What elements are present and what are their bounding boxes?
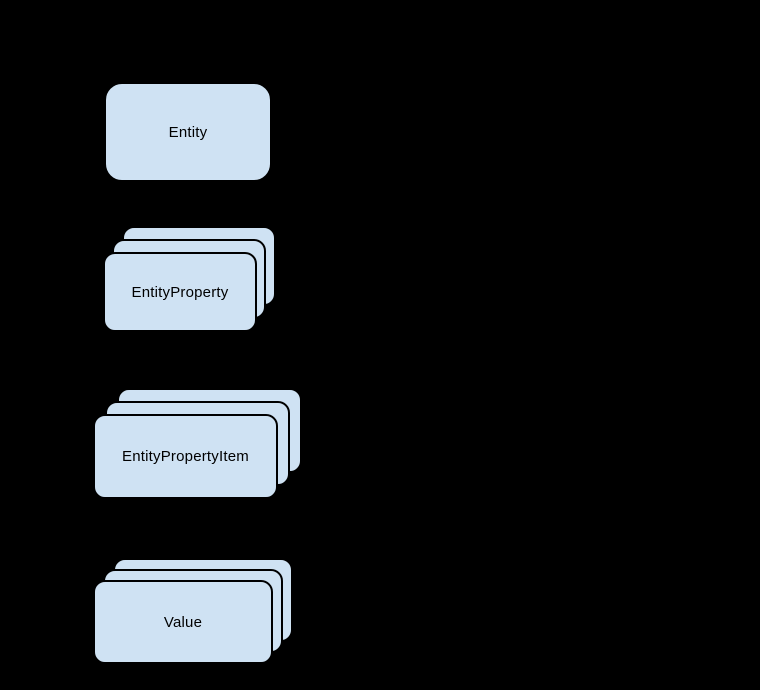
node-entity-property-label: EntityProperty bbox=[131, 283, 229, 301]
node-value-label: Value bbox=[163, 613, 203, 631]
node-entity: Entity bbox=[104, 82, 272, 182]
node-entity-property-item-label: EntityPropertyItem bbox=[122, 448, 249, 465]
node-entity-property-item-stack: EntityPropertyItem bbox=[93, 388, 302, 499]
node-entity-property: EntityProperty bbox=[103, 252, 257, 332]
node-entity-property-stack: EntityProperty bbox=[103, 226, 276, 332]
node-value: Value bbox=[93, 580, 273, 664]
node-entity-property-item: EntityPropertyItem bbox=[93, 414, 278, 499]
node-entity-label: Entity bbox=[168, 123, 208, 141]
node-value-stack: Value bbox=[93, 558, 293, 664]
